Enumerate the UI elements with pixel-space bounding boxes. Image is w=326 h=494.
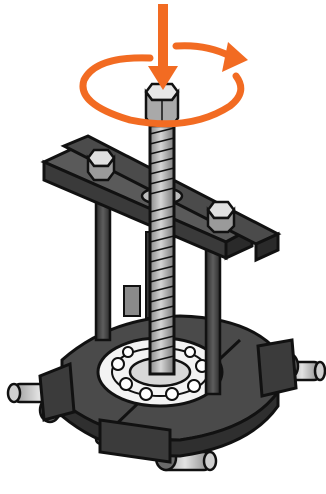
forcing-screw (146, 84, 178, 374)
hex-nut-right (208, 202, 234, 232)
hex-nut-left (88, 150, 114, 180)
